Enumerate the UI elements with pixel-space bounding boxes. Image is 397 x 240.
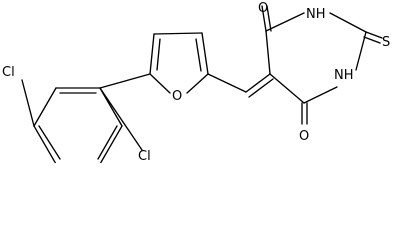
atom-label-nh-top: NH — [306, 7, 326, 22]
carbonyl-top — [261, 5, 272, 32]
molecule-structure-diagram: Cl Cl O O O NH NH S — [2, 1, 390, 163]
atom-label-o-bottom: O — [299, 129, 309, 144]
atom-label-cl-left: Cl — [2, 65, 15, 80]
carbonyl-bottom — [301, 102, 308, 125]
bond-ring-to-furan — [99, 73, 151, 89]
bond-ring-to-cl-left — [21, 79, 35, 127]
atom-label-cl-bottom: Cl — [138, 149, 151, 163]
dichlorophenyl-ring — [33, 87, 123, 163]
atom-label-o-top: O — [258, 1, 268, 16]
bond-ring-to-cl-bottom — [99, 87, 143, 151]
atom-label-o-furan: O — [172, 89, 182, 104]
methylidene-double-bond — [207, 73, 274, 98]
atom-label-nh-bottom: NH — [334, 68, 354, 83]
atom-label-s-thione: S — [382, 35, 390, 50]
furan-ring — [149, 32, 209, 94]
pyrimidine-ring — [265, 12, 367, 104]
thione-bond — [363, 31, 383, 44]
